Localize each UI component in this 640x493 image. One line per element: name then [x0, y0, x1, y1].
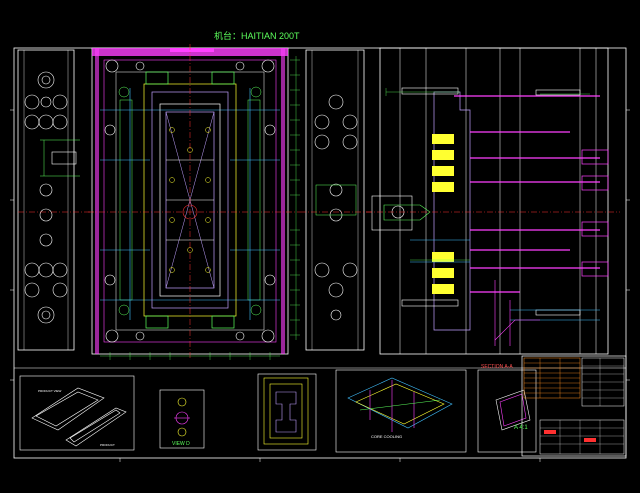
- ejector-pins-plan: [169, 127, 211, 273]
- sprue-nozzle: [371, 195, 431, 231]
- frame-ticks: [10, 109, 630, 462]
- ejector-blocks: [432, 134, 454, 294]
- water-fittings: [494, 280, 540, 346]
- core-insert-detail: [257, 373, 317, 451]
- dimension-ladder-bottom: [100, 352, 280, 360]
- section-label: SECTION A-A: [481, 364, 513, 370]
- core-cooling-label: CORE COOLING: [371, 434, 403, 439]
- section-view: [366, 47, 620, 355]
- right-side-plate-view: [300, 49, 372, 351]
- drawing-frame: [13, 47, 627, 459]
- product-isometric: [19, 375, 135, 451]
- core-cooling-detail: [335, 369, 467, 453]
- section-dim-top: [385, 88, 590, 261]
- section-bolts: [401, 87, 581, 316]
- ejector-rods: [454, 95, 600, 293]
- mold-plan-view: [88, 44, 300, 360]
- machine-title: 机台：HAITIAN 200T: [214, 31, 300, 41]
- product-view-label: PRODUCT VIEW: [38, 389, 62, 393]
- view-d-label: VIEW D: [172, 441, 190, 447]
- title-block: [521, 355, 627, 457]
- support-pillars: [581, 149, 609, 277]
- view-d-detail: [159, 389, 205, 449]
- detail-scale-label: A 4:1: [514, 425, 528, 431]
- product-label: PRODUCT: [100, 443, 115, 447]
- dimension-ladder: [290, 56, 300, 340]
- left-side-plate-view: [17, 49, 96, 351]
- section-detail-a: [477, 369, 537, 453]
